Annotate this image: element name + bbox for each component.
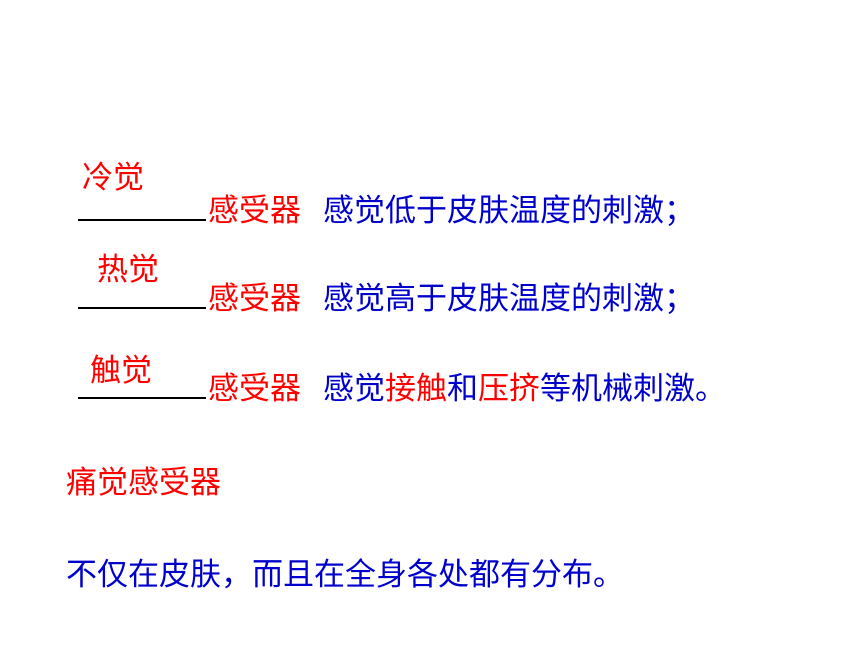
pain-description: 不仅在皮肤，而且在全身各处都有分布。	[66, 557, 624, 593]
answer-warm: 热觉	[97, 252, 159, 288]
receptor-label: 感受器	[208, 371, 301, 407]
fill-blank	[78, 189, 206, 221]
row-touch: 感受器感觉接触和压挤等机械刺激。	[78, 367, 726, 407]
description: 感觉低于皮肤温度的刺激；	[323, 193, 695, 229]
description-part: 等机械刺激。	[540, 371, 726, 407]
answer-touch: 触觉	[90, 353, 152, 389]
fill-blank	[78, 367, 206, 399]
receptor-label: 感受器	[208, 193, 301, 229]
fill-blank	[78, 277, 206, 309]
description-highlight: 压挤	[478, 371, 540, 407]
description-part: 和	[447, 371, 478, 407]
description-part: 感觉	[323, 371, 385, 407]
description-highlight: 接触	[385, 371, 447, 407]
pain-heading: 痛觉感受器	[66, 465, 221, 501]
answer-cold: 冷觉	[82, 160, 144, 196]
row-cold: 感受器感觉低于皮肤温度的刺激；	[78, 189, 695, 229]
row-warm: 感受器感觉高于皮肤温度的刺激；	[78, 277, 695, 317]
receptor-label: 感受器	[208, 281, 301, 317]
description: 感觉高于皮肤温度的刺激；	[323, 281, 695, 317]
